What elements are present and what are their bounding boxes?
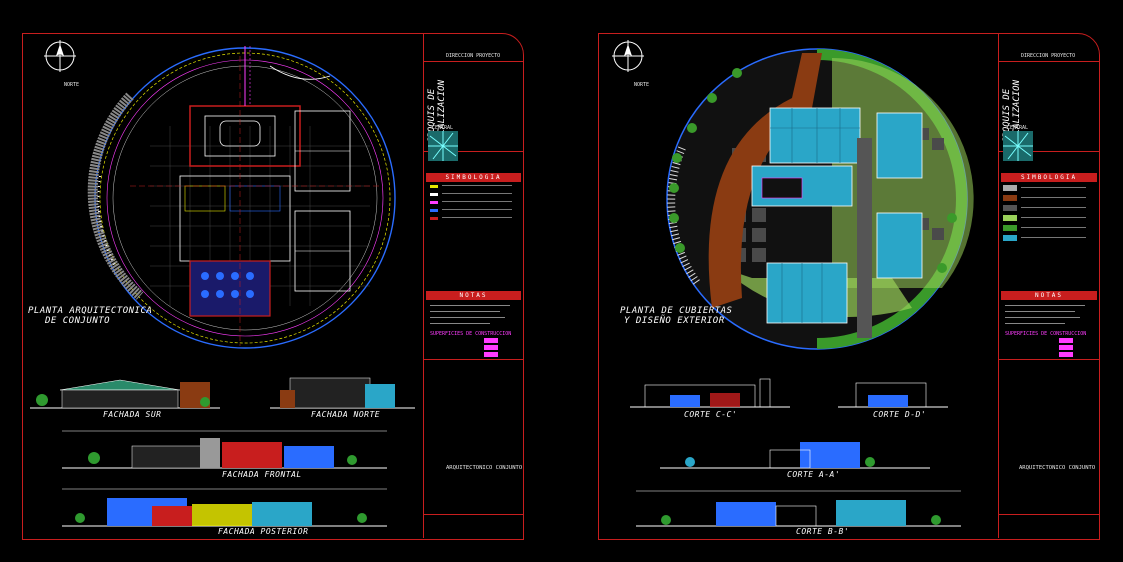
- site-plan-drawing: [87, 46, 396, 349]
- location-map-icon: [428, 131, 458, 161]
- tb-top-caption: DIRECCION PROYECTO: [1021, 53, 1076, 59]
- tb-legend-header: SIMBOLOGIA: [1001, 173, 1097, 182]
- elevation-label-rear: FACHADA POSTERIOR: [218, 527, 309, 536]
- section-label-aa: CORTE A-A': [787, 470, 841, 479]
- roof-plan-drawing: [666, 48, 974, 350]
- elevation-north-drawing: [270, 377, 415, 409]
- section-aa-drawing: [660, 442, 930, 469]
- section-label-dd: CORTE D-D': [873, 410, 927, 419]
- north-arrow-icon: [612, 40, 644, 72]
- north-label: NORTE: [634, 82, 650, 88]
- section-cc-drawing: [630, 378, 790, 408]
- title-block-left: DIRECCION PROYECTO CROQUIS DE LOCALIZACI…: [423, 33, 523, 538]
- elevation-rear-drawing: [62, 488, 387, 527]
- tb-map-label: CENTRAL: [432, 125, 454, 131]
- location-map-icon: [1003, 131, 1033, 161]
- section-dd-drawing: [838, 382, 948, 408]
- tb-legend-header: SIMBOLOGIA: [426, 173, 521, 182]
- elevation-label-front: FACHADA FRONTAL: [222, 470, 302, 479]
- section-label-cc: CORTE C-C': [684, 410, 738, 419]
- tb-project-name: ARQUITECTONICO CONJUNTO: [446, 465, 523, 471]
- tb-map-label: CENTRAL: [1007, 125, 1029, 131]
- tb-notes-header: NOTAS: [426, 291, 521, 300]
- section-bb-drawing: [636, 490, 961, 527]
- elevation-label-south: FACHADA SUR: [103, 410, 162, 419]
- tb-notes-header: NOTAS: [1001, 291, 1097, 300]
- title-block-right: DIRECCION PROYECTO CROQUIS DE LOCALIZACI…: [998, 33, 1099, 538]
- plan-label-line1: PLANTA ARQUITECTONICA: [28, 306, 153, 316]
- elevation-south-drawing: [30, 379, 220, 409]
- plan-label-line1: PLANTA DE CUBIERTAS: [620, 306, 733, 316]
- tb-top-caption: DIRECCION PROYECTO: [446, 53, 501, 59]
- elevation-front-drawing: [62, 430, 387, 469]
- plan-label-line2: DE CONJUNTO: [45, 316, 111, 326]
- tb-surfaces-header: SUPERFICIES DE CONSTRUCCION: [430, 331, 512, 337]
- plan-label-line2: Y DISEÑO EXTERIOR: [624, 316, 725, 326]
- north-label: NORTE: [64, 82, 80, 88]
- right-sheet: [598, 33, 1100, 540]
- tb-surfaces-header: SUPERFICIES DE CONSTRUCCION: [1005, 331, 1087, 337]
- north-arrow-icon: [44, 40, 76, 72]
- left-sheet: [22, 33, 524, 540]
- section-label-bb: CORTE B-B': [796, 527, 850, 536]
- tb-project-name: ARQUITECTONICO CONJUNTO: [1019, 465, 1096, 471]
- elevation-label-north: FACHADA NORTE: [311, 410, 381, 419]
